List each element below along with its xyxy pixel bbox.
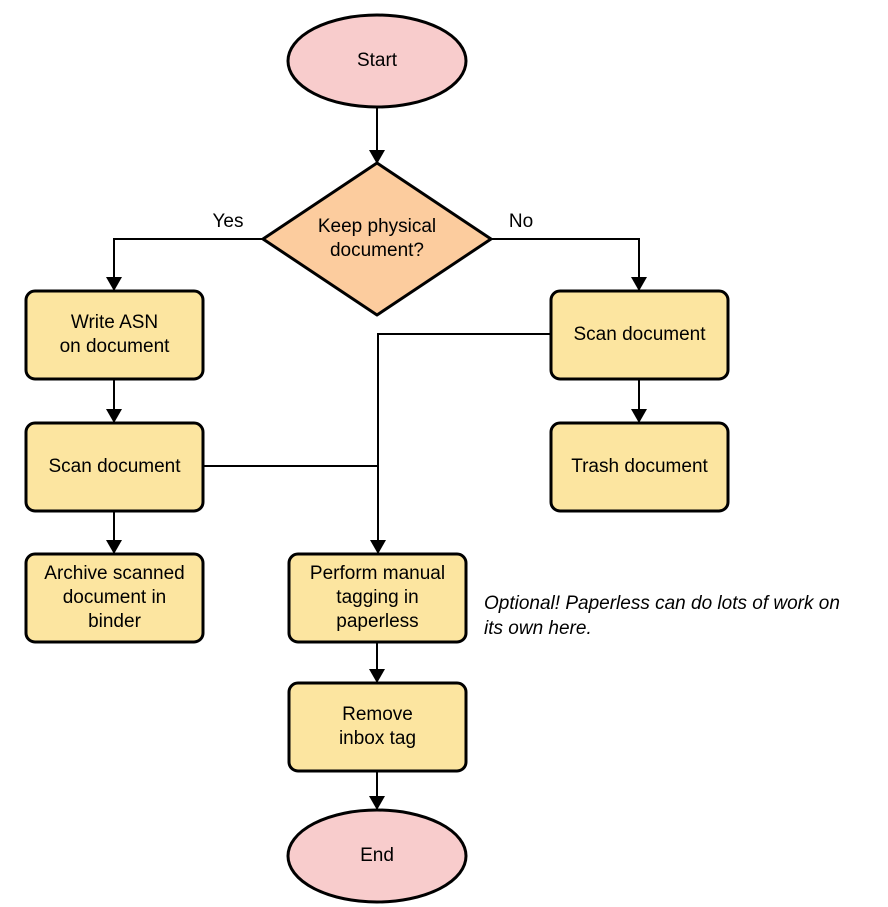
node-label: on document xyxy=(60,336,171,357)
edge-arrowhead xyxy=(631,409,647,423)
node-write-asn[interactable]: Write ASN on document xyxy=(24,289,205,381)
edge-scan-right-to-trash xyxy=(631,379,647,423)
node-scan-right[interactable]: Scan document xyxy=(549,289,730,381)
edge-arrowhead xyxy=(106,277,122,291)
node-scan-left[interactable]: Scan document xyxy=(24,421,205,513)
edge-arrowhead xyxy=(106,540,122,554)
edge-line xyxy=(113,238,263,290)
node-trash[interactable]: Trash document xyxy=(549,421,730,513)
node-label: inbox tag xyxy=(339,728,416,749)
annotation-line: its own here. xyxy=(484,618,592,639)
node-label: Remove xyxy=(342,704,413,725)
decision-shape xyxy=(261,161,493,317)
process-shape xyxy=(24,421,205,513)
edge-arrowhead xyxy=(631,277,647,291)
node-tagging[interactable]: Perform manual tagging in paperless xyxy=(287,552,468,644)
edge-start-to-decision xyxy=(369,107,385,164)
node-label: Scan document xyxy=(48,456,181,477)
node-label: tagging in xyxy=(336,587,418,608)
edge-arrowhead xyxy=(370,540,386,554)
edge-decision-no: No xyxy=(491,211,647,291)
node-archive[interactable]: Archive scanned document in binder xyxy=(24,552,205,644)
edge-scan-left-to-archive xyxy=(106,511,122,554)
edge-arrowhead xyxy=(106,409,122,423)
process-shape xyxy=(287,681,468,773)
edge-decision-yes: Yes xyxy=(106,211,263,291)
edge-write-asn-to-scan-left xyxy=(106,379,122,423)
annotations-layer: Optional! Paperless can do lots of work … xyxy=(484,593,840,639)
process-shape xyxy=(24,552,205,644)
edge-arrowhead xyxy=(369,150,385,164)
node-label: Write ASN xyxy=(71,312,158,333)
node-end[interactable]: End xyxy=(286,808,468,904)
node-label: binder xyxy=(88,611,141,632)
node-label: Trash document xyxy=(571,456,708,477)
process-shape xyxy=(287,552,468,644)
edge-tagging-to-remove-inbox xyxy=(369,642,385,683)
node-label: Archive scanned xyxy=(44,563,184,584)
annotation-optional-note: Optional! Paperless can do lots of work … xyxy=(484,593,840,639)
node-label: paperless xyxy=(336,611,418,632)
process-shape xyxy=(24,289,205,381)
edge-line xyxy=(491,238,640,290)
node-label: Perform manual xyxy=(310,563,445,584)
node-start[interactable]: Start xyxy=(286,13,468,109)
edges-layer: Yes No xyxy=(106,107,647,810)
edge-arrowhead xyxy=(369,669,385,683)
annotation-line: Optional! Paperless can do lots of work … xyxy=(484,593,840,614)
process-shape xyxy=(549,289,730,381)
node-label: Scan document xyxy=(573,324,706,345)
terminator-shape xyxy=(286,808,468,904)
edge-arrowhead xyxy=(369,796,385,810)
node-label: Keep physical xyxy=(318,216,436,237)
node-label: document in xyxy=(63,587,167,608)
edge-label-yes: Yes xyxy=(213,211,244,232)
terminator-shape xyxy=(286,13,468,109)
edge-scan-right-to-tagging xyxy=(370,333,551,554)
node-remove-inbox[interactable]: Remove inbox tag xyxy=(287,681,468,773)
process-shape xyxy=(549,421,730,513)
edge-label-no: No xyxy=(509,211,533,232)
node-label: document? xyxy=(330,240,424,261)
node-label: End xyxy=(360,845,394,866)
node-label: Start xyxy=(357,50,398,71)
edge-remove-inbox-to-end xyxy=(369,771,385,810)
node-decision[interactable]: Keep physical document? xyxy=(261,161,493,317)
edge-line xyxy=(377,333,551,553)
